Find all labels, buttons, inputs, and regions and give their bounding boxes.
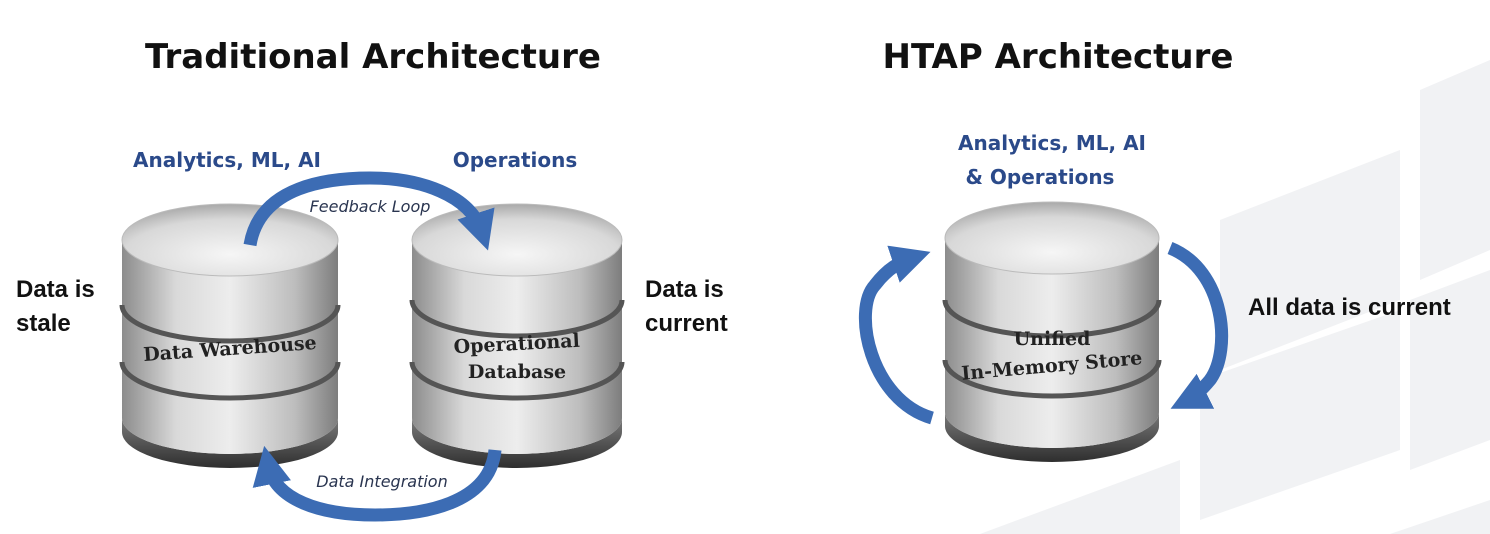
stale-label-line1: Data is [16, 276, 95, 303]
cylinder-band [119, 304, 341, 344]
traditional-title: Traditional Architecture [145, 37, 601, 77]
htap-title: HTAP Architecture [883, 37, 1234, 77]
htap-right-cycle-arrow [1167, 241, 1229, 409]
current-label-line1: Data is [645, 276, 724, 303]
data-integration-arrow [252, 445, 502, 522]
operations-label: Operations [453, 148, 578, 172]
stale-label-line2: stale [16, 310, 71, 337]
htap-label-line1: Analytics, ML, AI [958, 131, 1146, 155]
htap-label-line2: & Operations [966, 165, 1115, 189]
arrows [243, 171, 1229, 522]
data-integration-label: Data Integration [316, 472, 447, 491]
cylinder-band [409, 299, 625, 339]
feedback-loop-arrow [243, 171, 495, 251]
cylinder-band [119, 361, 341, 401]
operational-db-label-line2: Database [468, 361, 566, 383]
cylinder-band [409, 361, 625, 401]
cylinder-band [942, 359, 1162, 399]
background-watermark [980, 60, 1490, 534]
feedback-loop-label: Feedback Loop [310, 197, 431, 216]
current-label-line2: current [645, 310, 728, 337]
cylinder-band [942, 299, 1162, 339]
htap-left-cycle-arrow [858, 245, 935, 425]
analytics-label: Analytics, ML, AI [133, 148, 321, 172]
htap-store-label-line1: Unified [1014, 328, 1091, 350]
unified-store-cylinder [942, 201, 1162, 462]
all-data-current-label: All data is current [1248, 294, 1451, 321]
